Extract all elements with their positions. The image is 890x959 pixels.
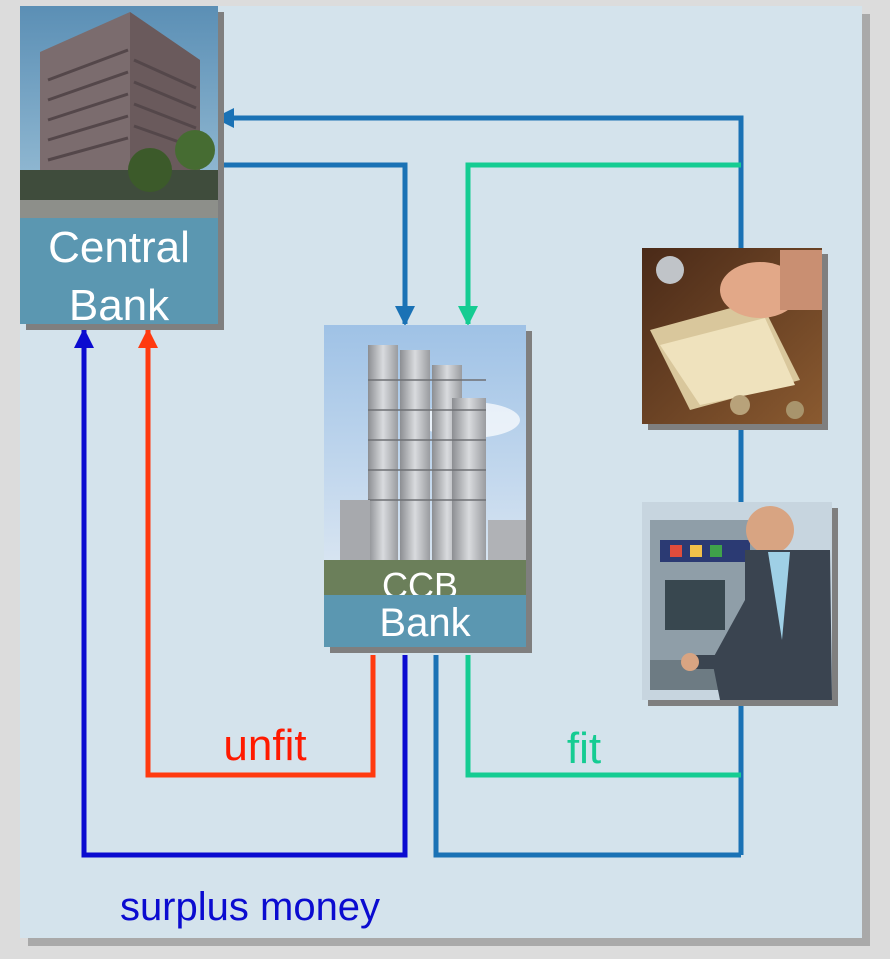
central-bank-building-image: [20, 6, 218, 218]
central-bank-label-line1: Central: [48, 223, 190, 272]
flow-unfit: [138, 328, 376, 778]
bank-node: CCB Bank: [324, 325, 532, 653]
unfit-label: unfit: [223, 721, 306, 770]
flow-fit-loop: [465, 655, 741, 778]
flow-bank-out: [433, 655, 741, 858]
flow-surplus: [74, 328, 408, 858]
atm-user-photo: [642, 502, 838, 706]
bank-building-image: [324, 325, 526, 595]
central-bank-node: Central Bank: [20, 6, 224, 330]
central-bank-label-line2: Bank: [69, 281, 170, 330]
cash-handling-photo: [642, 248, 828, 430]
surplus-money-label: surplus money: [120, 885, 380, 929]
bank-label: Bank: [379, 601, 471, 645]
flow-fit-into-bank: [458, 162, 741, 326]
flow-central-to-bank: [210, 162, 415, 326]
fit-label: fit: [567, 724, 601, 773]
